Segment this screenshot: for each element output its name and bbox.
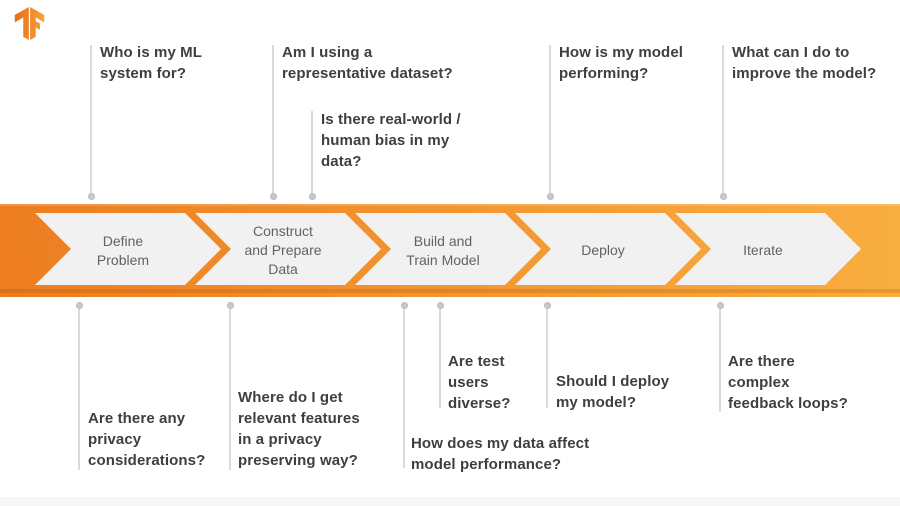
top-question-4: How is my model performing? — [559, 44, 684, 82]
connector-line-top-1 — [90, 45, 92, 194]
bottom-question-3: How does my data affect model performanc… — [411, 435, 590, 473]
workflow-band: Define Problem Construct and Prepare Dat… — [0, 204, 900, 297]
bottom-question-4: Are test users diverse? — [448, 353, 511, 412]
bottom-question-5: Should I deploy my model? — [556, 373, 670, 411]
stage-define-problem: Define Problem — [96, 232, 150, 268]
connector-dot-bottom-3 — [401, 302, 408, 309]
connector-line-top-3 — [311, 111, 313, 194]
connector-dot-bottom-2 — [227, 302, 234, 309]
connector-line-top-2 — [272, 45, 274, 194]
connector-line-bottom-3 — [403, 309, 405, 468]
connector-dot-top-1 — [88, 193, 95, 200]
tensorflow-logo — [14, 7, 45, 40]
connector-line-bottom-2 — [229, 309, 231, 470]
stage-iterate: Iterate — [743, 242, 783, 258]
connector-line-top-5 — [722, 45, 724, 194]
connector-line-bottom-1 — [78, 309, 80, 470]
connector-dot-top-5 — [720, 193, 727, 200]
connector-dot-top-4 — [547, 193, 554, 200]
band-top-highlight — [0, 204, 900, 206]
top-question-3: Is there real-world / human bias in my d… — [321, 111, 461, 170]
bottom-question-2: Where do I get relevant features in a pr… — [238, 389, 360, 469]
connector-dot-bottom-6 — [717, 302, 724, 309]
connector-line-bottom-5 — [546, 309, 548, 408]
chevron-arrow-build-and-train-model — [355, 213, 541, 285]
connector-dot-top-2 — [270, 193, 277, 200]
band-bottom-shade — [0, 289, 900, 293]
top-question-2: Am I using a representative dataset? — [282, 44, 453, 82]
chevron-arrow-iterate — [675, 213, 861, 285]
connector-dot-top-3 — [309, 193, 316, 200]
top-question-1: Who is my ML system for? — [100, 44, 203, 82]
connector-line-bottom-4 — [439, 309, 441, 408]
bottom-question-1: Are there any privacy considerations? — [88, 410, 206, 469]
top-question-5: What can I do to improve the model? — [732, 44, 877, 82]
chevron-arrow-construct-and-prepare-data — [195, 213, 381, 285]
chevron-arrow-define-problem — [35, 213, 221, 285]
connector-line-bottom-6 — [719, 309, 721, 412]
stage-construct-and-prepare-data: Construct and Prepare Data — [244, 223, 322, 277]
connector-dot-bottom-4 — [437, 302, 444, 309]
stage-deploy: Deploy — [581, 242, 625, 258]
connector-dot-bottom-5 — [544, 302, 551, 309]
bottom-question-6: Are there complex feedback loops? — [728, 353, 848, 412]
connector-dot-bottom-1 — [76, 302, 83, 309]
workflow-band-graphic — [0, 204, 900, 297]
chevron-arrow-deploy — [515, 213, 701, 285]
bottom-strip — [0, 497, 900, 506]
connector-line-top-4 — [549, 45, 551, 194]
stage-build-and-train-model: Build and Train Model — [406, 232, 480, 268]
